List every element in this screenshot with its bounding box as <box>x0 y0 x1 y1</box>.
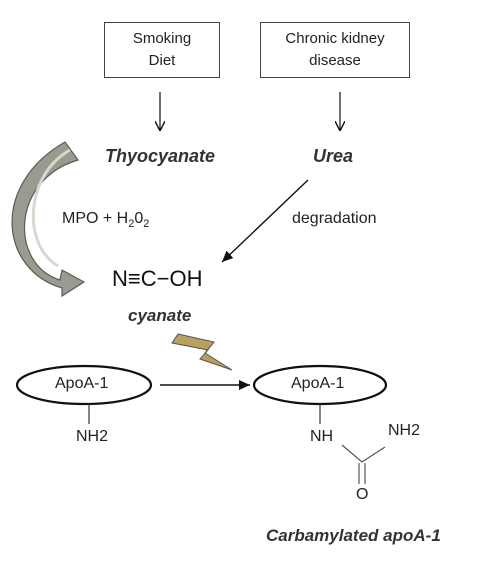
source-ckd-line1: Chronic kidney <box>285 30 385 47</box>
carbamylated-apoa1-label: Carbamylated apoA-1 <box>266 526 441 545</box>
curved-arrow-highlight <box>31 148 71 268</box>
cyanate-formula: N≡C−OH <box>112 266 203 291</box>
right-nh2-label: NH2 <box>388 422 421 439</box>
apoa1-left-label: ApoA-1 <box>55 375 109 392</box>
enzyme-sub1: 2 <box>128 218 135 231</box>
source-box-smoking-diet: Smoking Diet <box>104 22 220 78</box>
apoa1-left-ellipse <box>15 364 153 406</box>
enzyme-prefix: MPO + H <box>62 210 129 227</box>
urea-label: Urea <box>313 146 354 166</box>
apoa1-right-label: ApoA-1 <box>291 375 345 392</box>
source-ckd-line2: disease <box>309 52 361 69</box>
source-diet-label: Diet <box>148 52 176 69</box>
enzyme-sub2: 2 <box>143 218 150 231</box>
thyocyanate-label: Thyocyanate <box>105 146 216 166</box>
lightning-icon <box>171 333 233 371</box>
cyanate-label: cyanate <box>128 306 192 325</box>
right-nh-label: NH <box>310 428 334 445</box>
degradation-label: degradation <box>292 210 377 227</box>
left-nh2-label: NH2 <box>76 428 109 445</box>
curved-arrow-mpo <box>11 141 86 298</box>
arrow-urea-degradation <box>221 179 309 263</box>
enzyme-label: MPO + H202 <box>62 210 149 230</box>
bond-c-nh2 <box>361 446 386 463</box>
source-box-ckd: Chronic kidney disease <box>260 22 410 78</box>
source-smoking-label: Smoking <box>132 30 192 47</box>
enzyme-mid: 0 <box>134 210 144 227</box>
bond-nh-c <box>341 444 363 463</box>
right-o-label: O <box>356 486 369 503</box>
